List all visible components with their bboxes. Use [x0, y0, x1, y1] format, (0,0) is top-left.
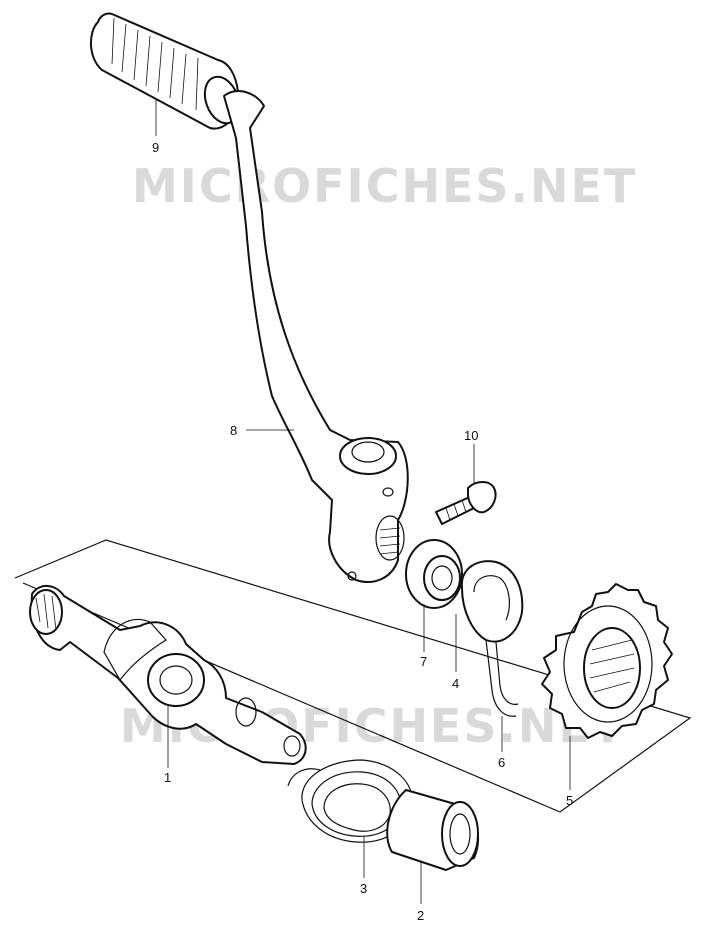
- oil-seal[interactable]: [405, 539, 463, 609]
- kick-starter-shaft[interactable]: [29, 585, 307, 765]
- spring-guide[interactable]: [460, 560, 524, 643]
- guide-sleeve[interactable]: [386, 789, 479, 871]
- kick-starter-lever[interactable]: [223, 90, 409, 583]
- callouts: 1 2 3 4 5 6 7 8 9 10: [152, 140, 573, 923]
- callout-5: 5: [566, 793, 573, 808]
- clamp-bolt[interactable]: [435, 481, 497, 525]
- idle-gear[interactable]: [541, 583, 673, 739]
- callout-10: 10: [464, 428, 478, 443]
- callout-9: 9: [152, 140, 159, 155]
- leader-lines: [155, 100, 571, 904]
- callout-6: 6: [498, 755, 505, 770]
- watermark-top: MICROFICHES.NET: [132, 159, 637, 213]
- callout-4: 4: [452, 676, 459, 691]
- callout-8: 8: [230, 423, 237, 438]
- callout-3: 3: [360, 881, 367, 896]
- callout-2: 2: [417, 908, 424, 923]
- callout-7: 7: [420, 654, 427, 669]
- callout-1: 1: [164, 770, 171, 785]
- rubber-grip[interactable]: [90, 12, 245, 130]
- stopper-spring[interactable]: [485, 639, 519, 717]
- assembly-frame: [14, 539, 692, 813]
